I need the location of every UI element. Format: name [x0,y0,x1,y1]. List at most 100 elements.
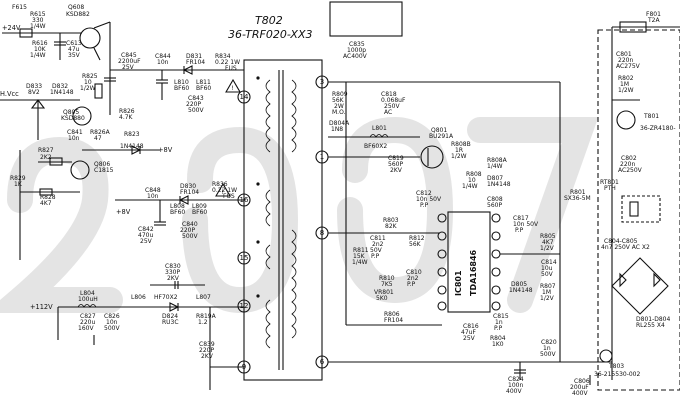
bridge-rectifier [611,257,669,315]
svg-text:R810: R810 [379,275,395,282]
ic801-part: TDA16846 [469,249,478,296]
svg-text:AC400V: AC400V [343,53,368,60]
svg-text:D807: D807 [487,175,503,182]
svg-text:D824: D824 [162,313,178,320]
svg-text:C810: C810 [406,269,422,276]
svg-text:C801: C801 [616,51,632,58]
svg-text:C839: C839 [199,341,215,348]
svg-text:36-ZR4180-: 36-ZR4180- [640,125,676,132]
svg-text:560P: 560P [487,202,502,209]
svg-text:8: 8 [320,229,324,237]
svg-text:L806: L806 [131,294,146,301]
svg-text:R806: R806 [384,311,400,318]
svg-text:KSD882: KSD882 [66,11,90,18]
svg-text:P.P: P.P [515,227,524,234]
middle-section: D831 FR104 L810 BF60 L811 BF60 C843 220P… [115,53,244,245]
svg-text:R801: R801 [570,189,586,196]
left-section: +24V F615 R615 330 1/4W Q608 KSD882 R616… [0,4,244,390]
svg-text:R803: R803 [383,217,399,224]
svg-text:R808B: R808B [451,141,471,148]
svg-text:10: 10 [468,177,476,184]
svg-text:M.O.: M.O. [332,109,346,116]
svg-text:FR104: FR104 [180,189,199,196]
svg-text:C844: C844 [155,53,171,60]
svg-text:1M: 1M [620,81,629,88]
svg-text:C826: C826 [104,313,120,320]
svg-text:500V: 500V [182,233,198,240]
transformer-part: 36-TRF020-XX3 [228,28,313,41]
svg-text:R827: R827 [38,147,54,154]
svg-text:1N4148: 1N4148 [487,181,511,188]
svg-text:C817: C817 [513,215,529,222]
svg-text:10u: 10u [541,265,553,272]
svg-text:BF60: BF60 [174,85,189,92]
svg-text:56K: 56K [409,241,422,248]
svg-text:R807: R807 [540,283,556,290]
svg-text:C815: C815 [493,313,509,320]
rail-24v: +24V [2,24,21,32]
svg-text:220n: 220n [620,161,635,168]
svg-text:!: ! [222,189,224,196]
svg-text:1n: 1n [495,319,503,326]
svg-text:500V: 500V [188,107,204,114]
svg-text:RT801: RT801 [600,179,619,186]
rail-8v-a: +8V [158,146,173,154]
svg-text:BF60: BF60 [196,85,211,92]
svg-text:5K0: 5K0 [376,295,388,302]
svg-text:R819A: R819A [196,313,217,320]
svg-text:C804-C805: C804-C805 [604,238,638,245]
filter-t801 [616,110,636,130]
svg-text:BU291A: BU291A [429,133,454,140]
svg-text:36-215530-002: 36-215530-002 [594,371,641,378]
svg-text:1/4W: 1/4W [30,52,46,59]
svg-text:50V: 50V [541,271,554,278]
svg-text:L811: L811 [196,79,211,86]
svg-text:C824: C824 [508,376,524,383]
svg-text:220n: 220n [618,57,633,64]
svg-text:R836: R836 [212,181,228,188]
svg-text:C845: C845 [121,52,137,59]
svg-text:P.P: P.P [371,253,380,260]
svg-text:10n: 10n [157,59,169,66]
svg-text:D804A: D804A [329,120,350,127]
mains-box [597,29,680,391]
svg-text:BF60: BF60 [192,209,207,216]
svg-text:250V: 250V [384,103,400,110]
svg-text:D831: D831 [186,53,202,60]
svg-text:BF60X2: BF60X2 [364,143,387,150]
rail-8v-b: +8V [116,208,131,216]
svg-text:L808: L808 [170,203,185,210]
pin-15 [237,251,251,265]
svg-text:0.068uF: 0.068uF [381,97,406,104]
svg-text:Q805: Q805 [63,109,79,116]
svg-text:C814: C814 [541,259,557,266]
ic-pins [437,213,501,311]
svg-text:C811: C811 [370,235,386,242]
svg-text:47u: 47u [68,46,80,53]
svg-text:PTH: PTH [604,185,616,192]
svg-text:AC250V: AC250V [618,167,643,174]
svg-text:C841: C841 [67,129,83,136]
svg-text:1: 1 [320,153,324,161]
svg-text:1/4W: 1/4W [30,23,46,30]
svg-text:1N8: 1N8 [331,126,343,133]
svg-text:25V: 25V [463,335,476,342]
svg-text:R823: R823 [124,131,140,138]
svg-text:P.P: P.P [420,202,429,209]
svg-text:2n2: 2n2 [407,275,419,282]
svg-text:470u: 470u [138,232,153,239]
svg-text:D830: D830 [180,183,196,190]
svg-text:VR801: VR801 [374,289,394,296]
svg-text:1N4148: 1N4148 [509,287,533,294]
svg-text:1M: 1M [542,289,551,296]
svg-text:F801: F801 [646,11,661,18]
svg-text:50V: 50V [370,247,383,254]
svg-text:R802: R802 [618,75,634,82]
svg-text:C827: C827 [80,313,96,320]
svg-text:C818: C818 [381,91,397,98]
svg-text:82K: 82K [385,223,398,230]
svg-text:100n: 100n [508,382,523,389]
svg-text:R808: R808 [466,171,482,178]
svg-text:220P: 220P [199,347,214,354]
